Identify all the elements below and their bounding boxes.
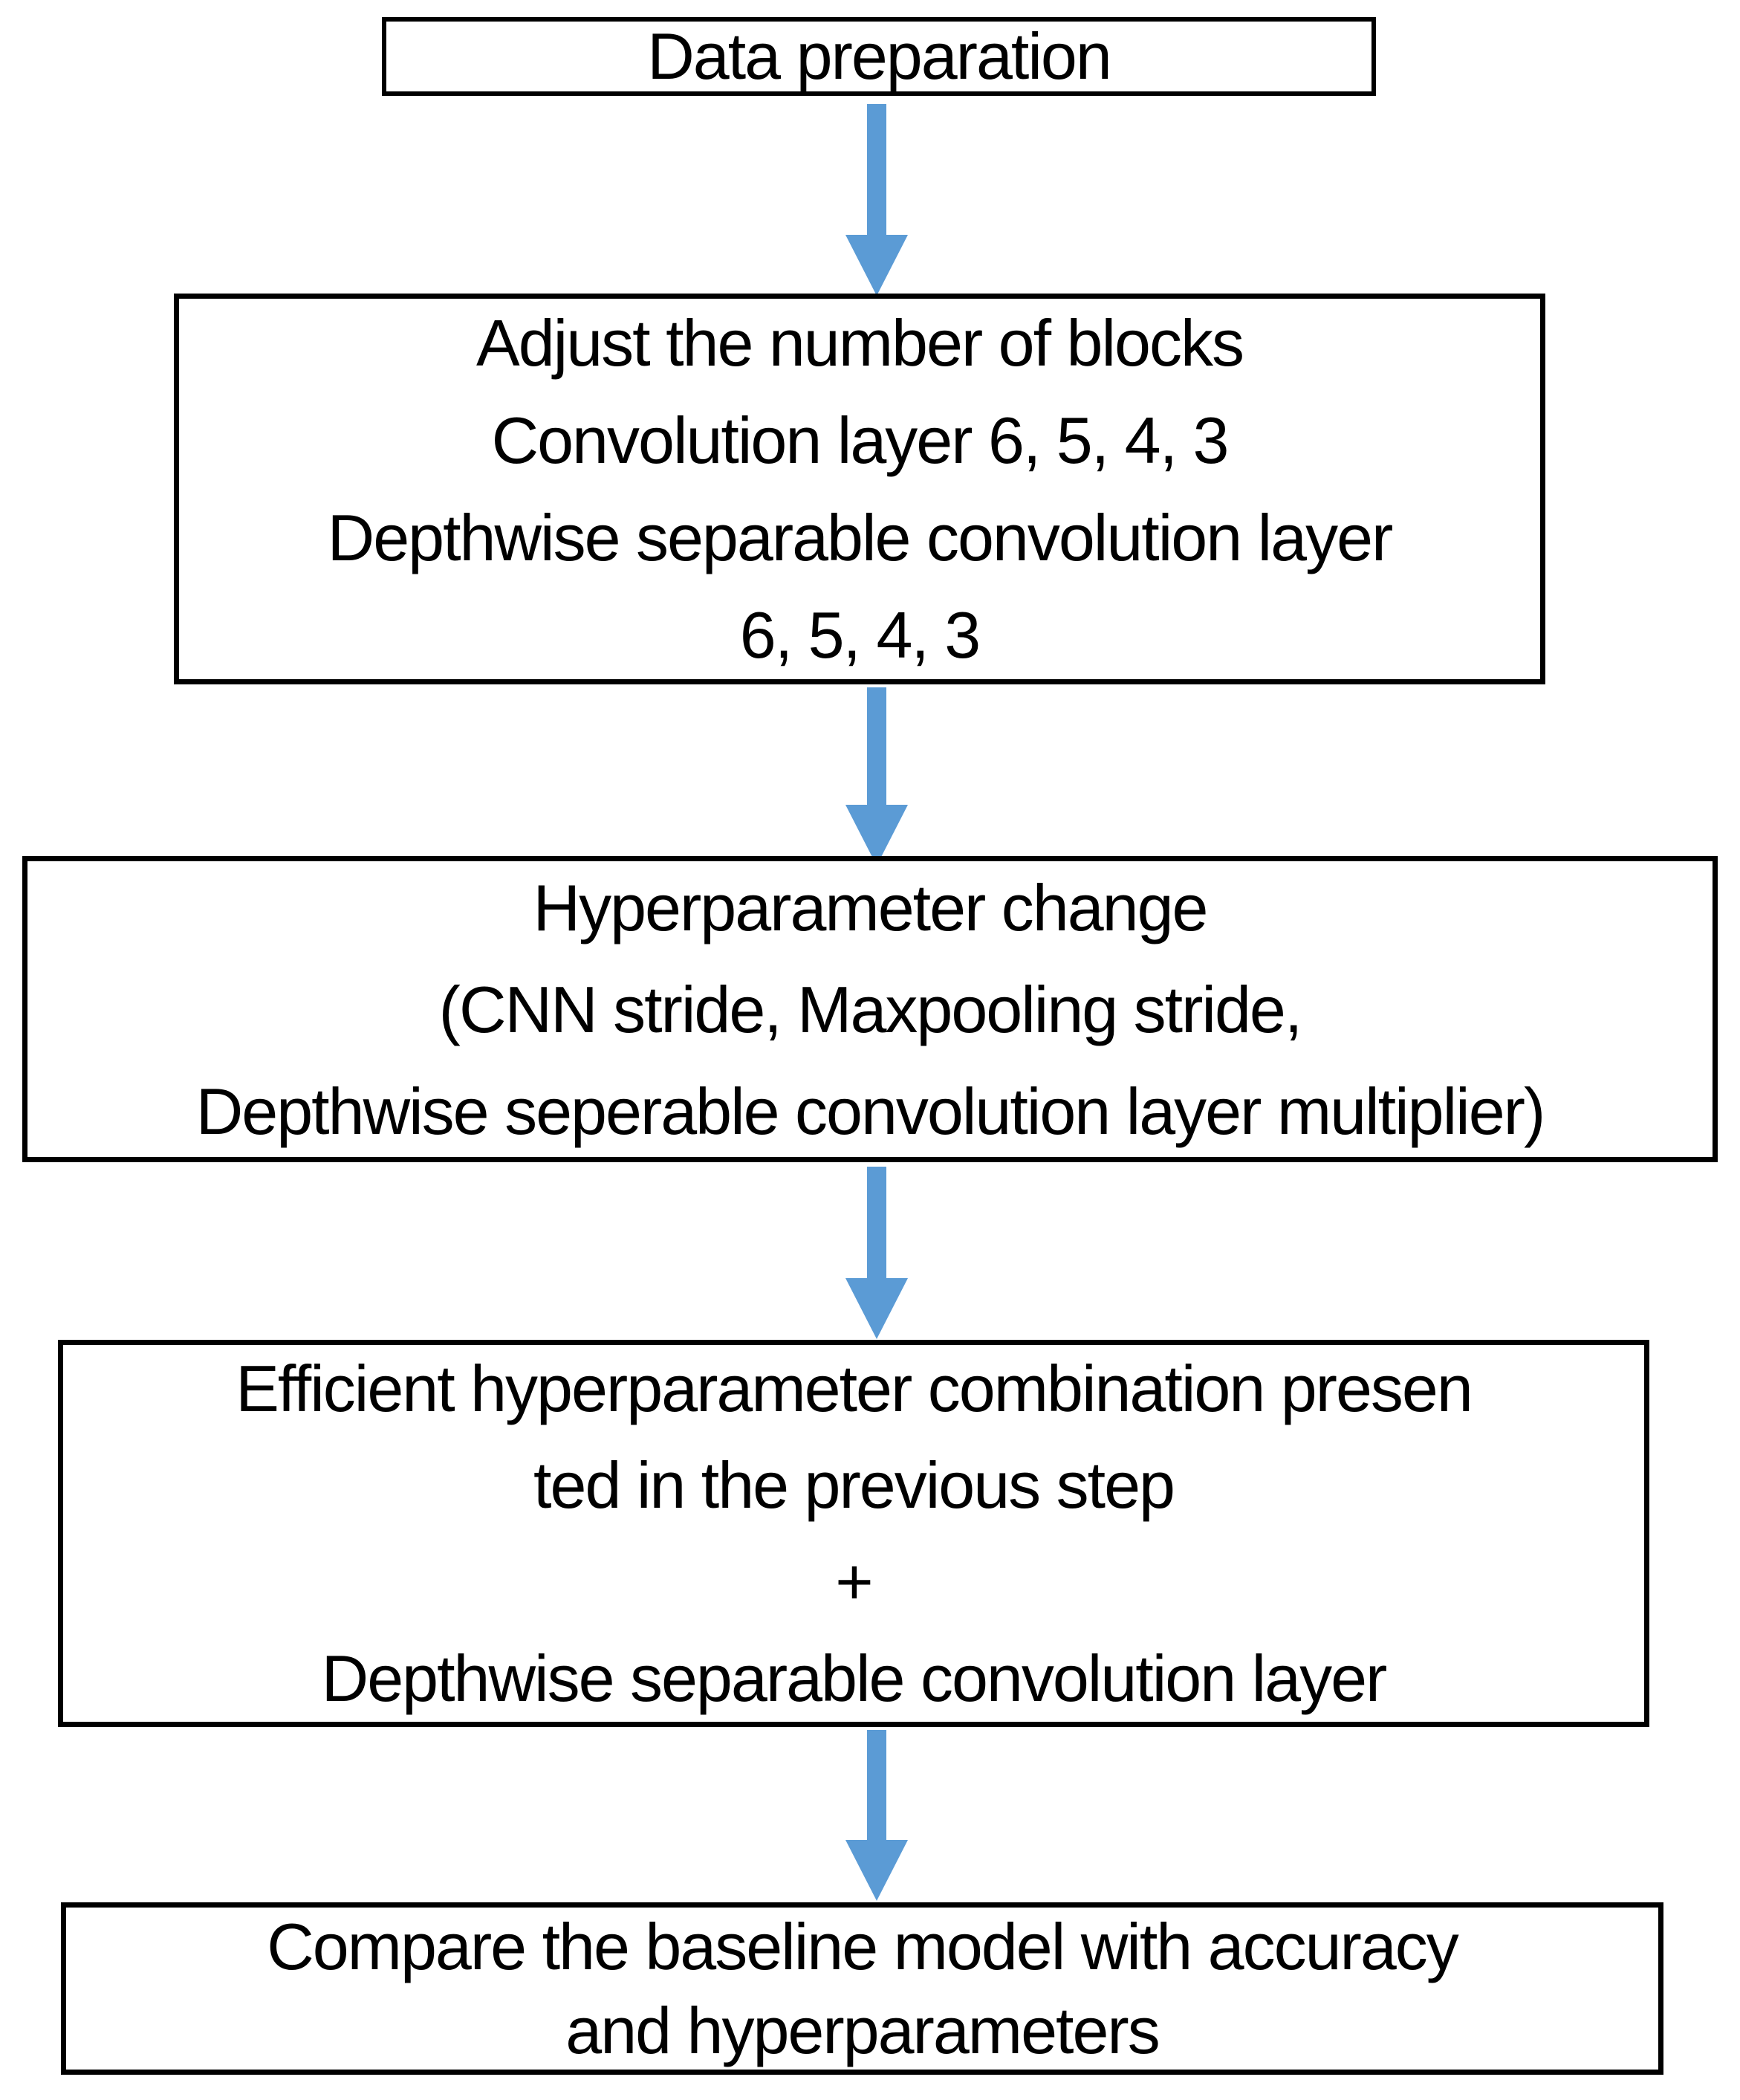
arrow-stem [867,1167,886,1278]
node-text-line: Depthwise separable convolution layer [321,1641,1388,1715]
arrow-stem [867,1730,886,1840]
arrow-head-icon [845,1840,908,1901]
node-text-line: Depthwise separable convolution layer [327,501,1394,574]
node-text-line: Hyperparameter change [533,870,1209,944]
flow-arrow-1 [845,104,908,296]
node-hyperparameter-change: Hyperparameter change (CNN stride, Maxpo… [22,856,1718,1162]
node-text-line: 6, 5, 4, 3 [739,598,981,672]
node-text-line: Depthwise seperable convolution layer mu… [195,1074,1545,1148]
flow-arrow-2 [845,687,908,866]
node-text-line: ted in the previous step [533,1448,1175,1522]
node-text-line: and hyperparameters [565,1994,1160,2067]
node-compare-baseline-model: Compare the baseline model with accuracy… [61,1902,1663,2075]
node-adjust-number-of-blocks: Adjust the number of blocks Convolution … [174,294,1545,684]
flow-arrow-3 [845,1167,908,1339]
node-data-preparation: Data preparation [382,17,1376,96]
node-text-line: Efficient hyperparameter combination pre… [236,1351,1473,1425]
arrow-stem [867,687,886,805]
arrow-head-icon [845,1278,908,1339]
node-text-line: Convolution layer 6, 5, 4, 3 [491,404,1230,477]
flow-arrow-4 [845,1730,908,1901]
arrow-stem [867,104,886,235]
node-text-line: (CNN stride, Maxpooling stride, [438,972,1303,1046]
node-efficient-hyperparameter-combination: Efficient hyperparameter combination pre… [58,1340,1649,1727]
arrow-head-icon [845,235,908,296]
node-text-line: Adjust the number of blocks [476,306,1244,380]
arrow-head-icon [845,805,908,866]
node-text-line: + [835,1544,873,1618]
node-text-line: Compare the baseline model with accuracy [267,1910,1459,1983]
node-text-line: Data preparation [647,19,1112,93]
